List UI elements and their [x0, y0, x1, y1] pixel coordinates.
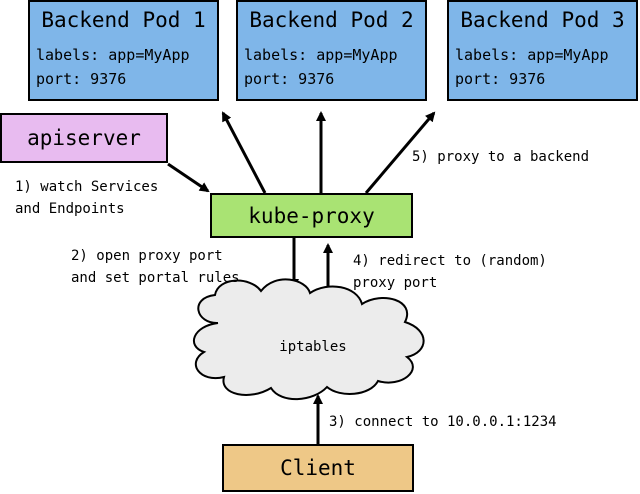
- pod-labels: labels: app=MyApp: [455, 46, 609, 64]
- step-4-line-1: 4) redirect to (random): [353, 253, 547, 269]
- pod-port: port: 9376: [244, 70, 335, 88]
- client-label: Client: [280, 456, 356, 480]
- pod-title: Backend Pod 2: [249, 8, 414, 32]
- arrow-apiserver-to-proxy: [167, 162, 210, 193]
- kube-proxy-label: kube-proxy: [248, 203, 375, 228]
- client-box: Client: [222, 444, 414, 492]
- kube-proxy-box: kube-proxy: [210, 193, 413, 238]
- pod-labels: labels: app=MyApp: [244, 46, 398, 64]
- step-2-line-1: 2) open proxy port: [71, 248, 223, 264]
- pod-port: port: 9376: [36, 70, 127, 88]
- step-4-line-2: proxy port: [353, 275, 438, 291]
- step-4-redirect-note: 4) redirect to (random) proxy port: [353, 250, 547, 294]
- iptables-label: iptables: [279, 339, 347, 355]
- step-1-watch-note: 1) watch Services and Endpoints: [15, 176, 158, 220]
- step-1-line-2: and Endpoints: [15, 201, 125, 217]
- pod-port: port: 9376: [455, 70, 546, 88]
- step-1-line-1: 1) watch Services: [15, 179, 159, 195]
- backend-pod-1: Backend Pod 1 labels: app=MyApp port: 93…: [28, 0, 219, 101]
- arrow-proxy-to-pod-3: [364, 111, 436, 194]
- step-3-connect-note: 3) connect to 10.0.0.1:1234: [329, 414, 557, 430]
- iptables-cloud: [193, 278, 425, 401]
- apiserver-label: apiserver: [27, 126, 141, 150]
- pod-labels: labels: app=MyApp: [36, 46, 190, 64]
- backend-pod-2: Backend Pod 2 labels: app=MyApp port: 93…: [236, 0, 427, 101]
- pod-title: Backend Pod 1: [41, 8, 206, 32]
- arrow-proxy-to-pod-1: [221, 111, 267, 194]
- step-2-open-port-note: 2) open proxy port and set portal rules: [71, 245, 240, 289]
- backend-pod-3: Backend Pod 3 labels: app=MyApp port: 93…: [447, 0, 638, 101]
- pod-title: Backend Pod 3: [460, 8, 625, 32]
- step-2-line-2: and set portal rules: [71, 270, 240, 286]
- apiserver-box: apiserver: [0, 113, 168, 163]
- step-5-proxy-note: 5) proxy to a backend: [412, 149, 590, 165]
